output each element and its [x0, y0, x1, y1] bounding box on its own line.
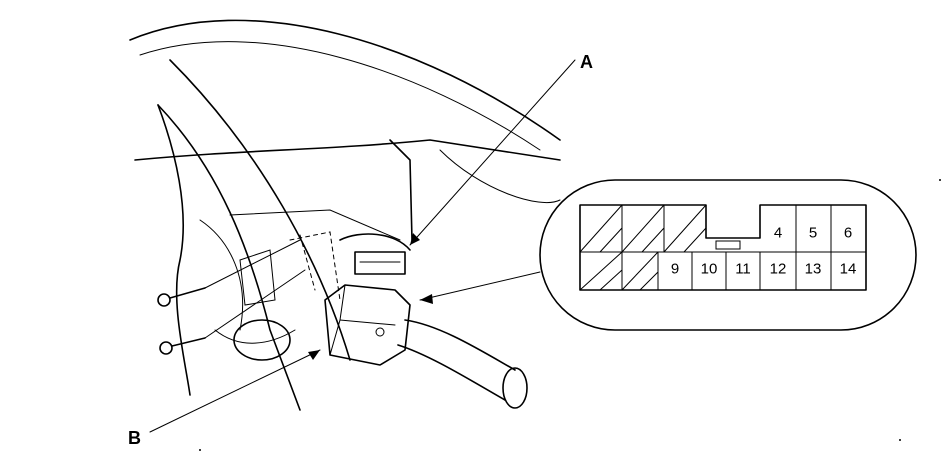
leader-connector-view	[419, 271, 541, 304]
connector-view-frame	[539, 179, 917, 331]
leader-a	[409, 59, 576, 246]
dashboard-outline	[129, 19, 561, 241]
connector-a	[339, 233, 411, 275]
connector-housing	[579, 204, 867, 291]
pin-label: 9	[671, 261, 679, 278]
pin-label: 11	[735, 261, 751, 278]
pin-label: 10	[701, 261, 718, 278]
screw-guide-lines	[204, 239, 306, 339]
pin-label: 12	[770, 261, 787, 278]
label-b: B	[128, 428, 141, 448]
steering-column-cover	[157, 59, 351, 411]
pin-label: 14	[840, 261, 857, 278]
leader-b	[149, 349, 321, 433]
unused-cavities	[579, 204, 707, 291]
screw-upper	[157, 287, 206, 307]
label-a: A	[580, 52, 593, 72]
connector-face-view: 4 5 6 9 10 11 12 13 14	[539, 179, 917, 331]
pin-label: 13	[805, 261, 822, 278]
pin-label: 5	[809, 225, 817, 242]
speckle-dots	[199, 179, 941, 451]
screw-lower	[159, 337, 206, 355]
column-dashed-outline	[289, 231, 341, 301]
pin-label: 6	[844, 225, 852, 242]
pin-label: 4	[774, 225, 782, 242]
combination-switch-b	[324, 284, 528, 409]
